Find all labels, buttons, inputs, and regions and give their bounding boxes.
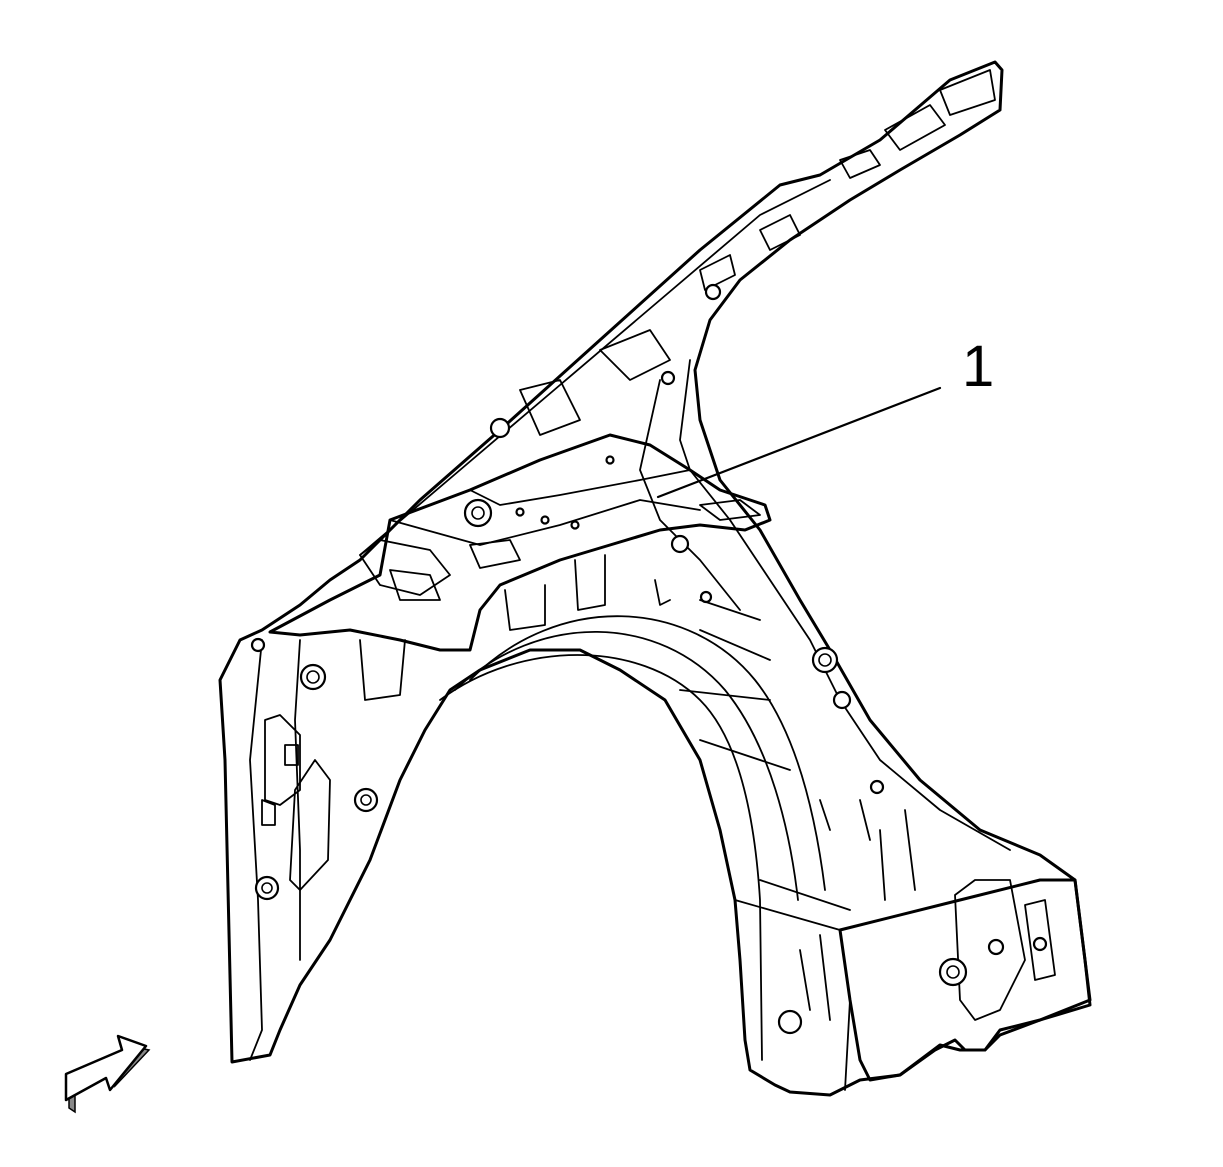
lower-rear-bracket <box>734 878 1092 1091</box>
callout-leader-line <box>656 386 942 499</box>
right-side-details <box>670 534 916 901</box>
callout-label-1: 1 <box>962 334 995 399</box>
left-bracket-details <box>250 637 379 901</box>
quarter-panel-outline <box>218 60 1092 1097</box>
roof-rail-details <box>359 69 996 556</box>
direction-arrow-icon <box>64 1034 151 1114</box>
panel-part-1 <box>268 433 772 701</box>
